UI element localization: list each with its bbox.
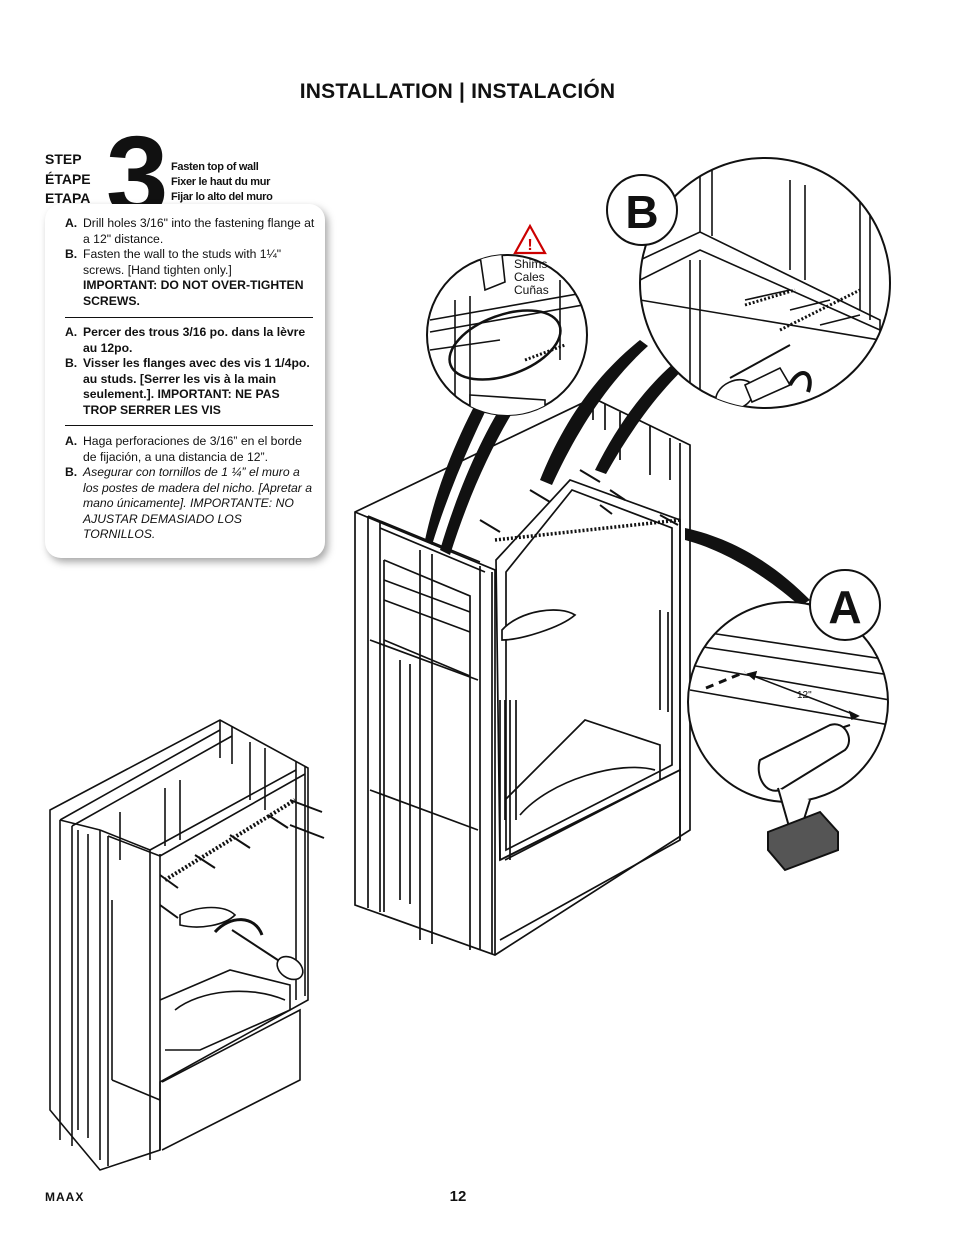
item-text: Fasten the wall to the studs with 1¼" sc… <box>83 247 282 277</box>
divider <box>65 317 313 318</box>
step-label-en: STEP <box>45 151 82 167</box>
item-text: Percer des trous 3/16 po. dans la lèvre … <box>83 325 306 355</box>
item-text: Haga perforaciones de 3/16” en el borde … <box>83 434 302 464</box>
item-text: Drill holes 3/16" into the fastening fla… <box>83 216 315 246</box>
instruction-item: A. Percer des trous 3/16 po. dans la lèv… <box>65 325 315 356</box>
step-heading-fr: Fixer le haut du mur <box>171 176 271 188</box>
small-shower-frame <box>49 719 325 1171</box>
main-shower-frame <box>354 397 691 956</box>
drill-icon <box>757 723 850 792</box>
page-title: INSTALLATION | INSTALACIÓN <box>299 80 616 103</box>
item-key: A. <box>65 325 78 339</box>
callout-a-letter: A <box>828 581 861 633</box>
svg-text:!: ! <box>527 237 532 254</box>
instruction-item: B. Fasten the wall to the studs with 1¼"… <box>65 247 315 309</box>
callout-b-detail: B <box>606 157 891 409</box>
item-text: Asegurar con tornillos de 1 ¼” el muro a… <box>83 465 312 541</box>
item-key: B. <box>65 247 78 261</box>
step-heading-en: Fasten top of wall <box>171 161 259 173</box>
maax-logo: MAAX <box>45 1190 85 1204</box>
instruction-item: A. Haga perforaciones de 3/16” en el bor… <box>65 434 315 465</box>
item-text-group: Fasten the wall to the studs with 1¼" sc… <box>83 247 315 309</box>
instructions-card: A. Drill holes 3/16" into the fastening … <box>45 204 325 558</box>
item-key: B. <box>65 356 78 370</box>
distance-label: 12" <box>797 690 812 701</box>
callout-b-badge <box>606 174 678 246</box>
page-number: 12 <box>449 1188 467 1205</box>
shims-label-fr: Cales <box>514 270 545 284</box>
instruction-item: A. Drill holes 3/16" into the fastening … <box>65 216 315 247</box>
divider <box>65 425 313 426</box>
item-key: B. <box>65 465 78 479</box>
item-text: Visser les flanges avec des vis 1 1/4po.… <box>83 356 310 417</box>
instructions-english: A. Drill holes 3/16" into the fastening … <box>65 216 315 309</box>
callout-a-badge <box>809 569 881 641</box>
item-key: A. <box>65 216 78 230</box>
important-note: IMPORTANT: DO NOT OVER-TIGHTEN SCREWS. <box>83 278 304 308</box>
instructions-french: A. Percer des trous 3/16 po. dans la lèv… <box>65 325 315 418</box>
instructions-spanish: A. Haga perforaciones de 3/16” en el bor… <box>65 434 315 543</box>
item-key: A. <box>65 434 78 448</box>
callout-b-letter: B <box>625 186 658 238</box>
shims-labels: Shims Cales Cuñas <box>514 257 551 297</box>
callout-a-detail: A 12" <box>687 569 889 872</box>
instruction-item: B. Asegurar con tornillos de 1 ¼” el mur… <box>65 465 315 543</box>
step-labels: STEP ÉTAPE ETAPA <box>45 150 91 209</box>
step-heading-es: Fijar lo alto del muro <box>171 191 273 203</box>
step-label-fr: ÉTAPE <box>45 170 91 187</box>
warning-icon <box>513 223 547 255</box>
instruction-item: B. Visser les flanges avec des vis 1 1/4… <box>65 356 315 418</box>
step-label-es: ETAPA <box>45 190 91 206</box>
shims-label-es: Cuñas <box>514 283 549 297</box>
step-headings: Fasten top of wall Fixer le haut du mur … <box>171 160 273 205</box>
shims-label-en: Shims <box>514 257 547 271</box>
shims-detail: ! Shims Cales Cuñas <box>426 223 588 416</box>
